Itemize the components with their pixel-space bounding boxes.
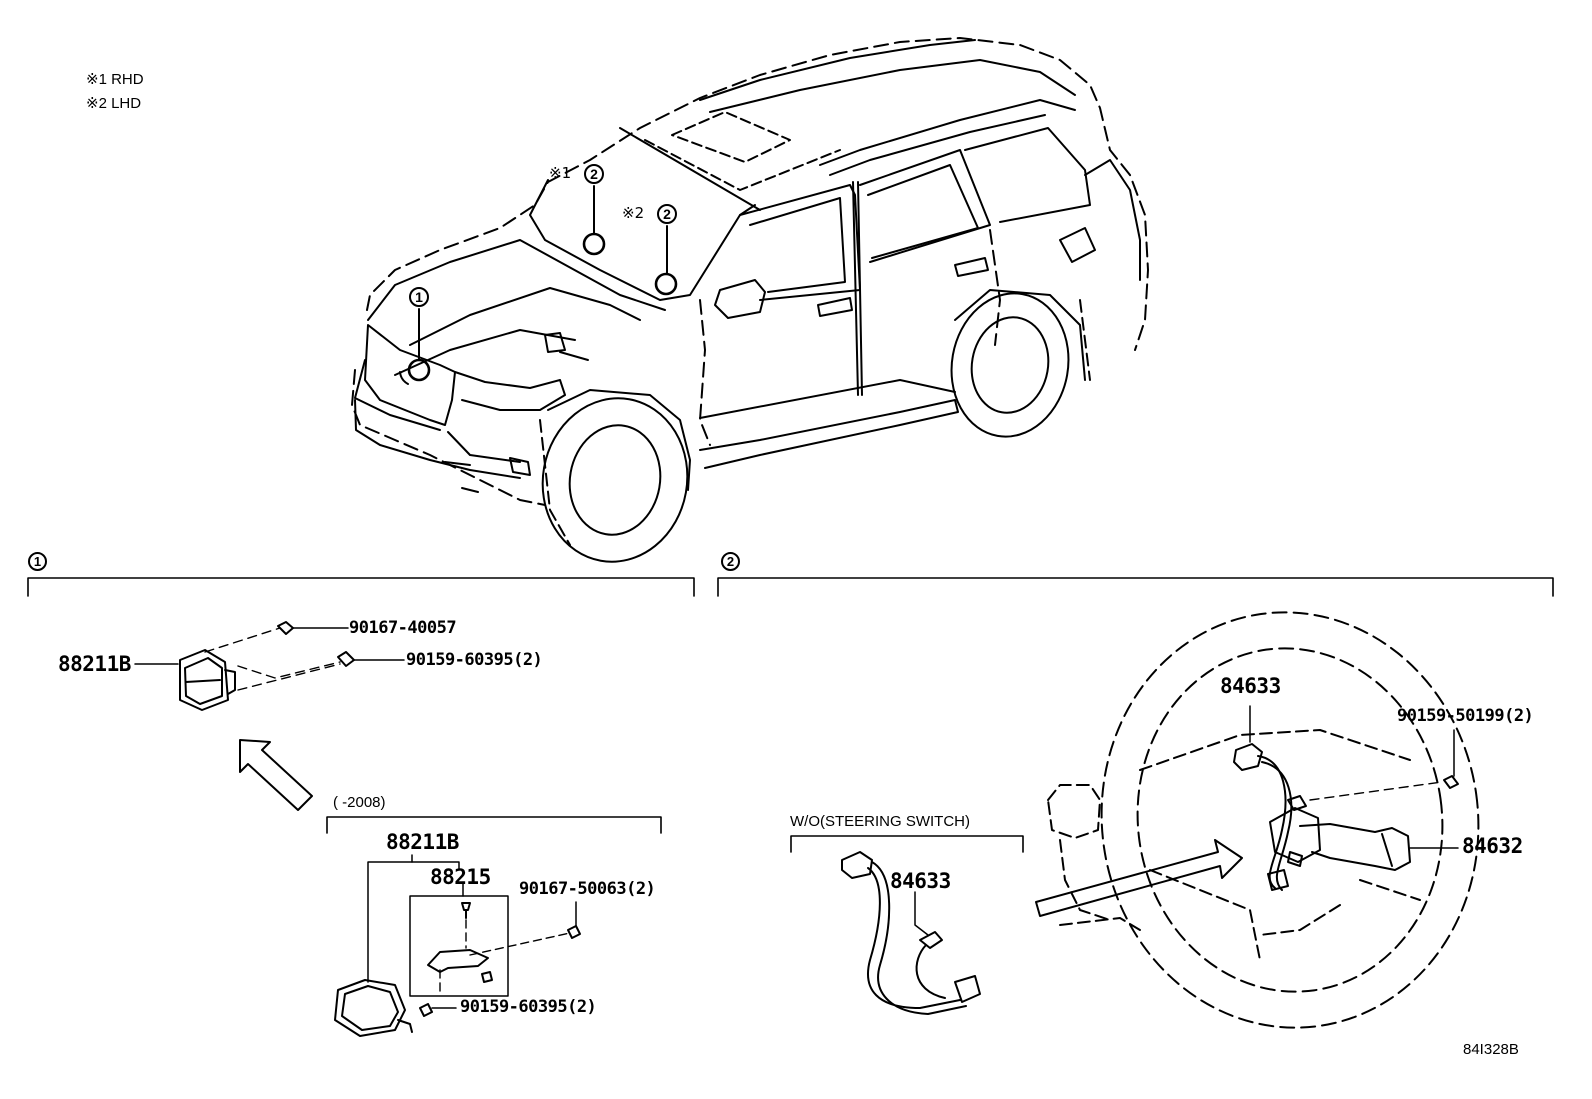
section-1-index: 1 (28, 552, 47, 571)
vehicle-callout-rhd-mark: ※1 (549, 164, 572, 182)
part-84633[interactable]: 84633 (1220, 674, 1281, 698)
part-90167-50063[interactable]: 90167-50063(2) (519, 879, 656, 899)
part-88215[interactable]: 88215 (430, 865, 491, 889)
wo-steering-switch-caption: W/O(STEERING SWITCH) (790, 813, 970, 830)
vehicle-callout-1[interactable]: 1 (409, 287, 429, 307)
part-90167-40057[interactable]: 90167-40057 (349, 618, 457, 638)
section-1-art (134, 621, 581, 1037)
part-88211B-old[interactable]: 88211B (386, 830, 459, 854)
section-2-index: 2 (721, 552, 740, 571)
part-84632[interactable]: 84632 (1462, 834, 1523, 858)
vehicle-illustration (351, 37, 1149, 563)
vehicle-callout-2-rhd[interactable]: 2 (584, 164, 604, 184)
diagram-code: 84I328B (1463, 1041, 1519, 1058)
subsection-date-caption: ( -2008) (333, 794, 386, 811)
note-rhd: ※1 RHD (86, 71, 144, 88)
vehicle-callout-2-lhd[interactable]: 2 (657, 204, 677, 224)
part-90159-50199[interactable]: 90159-50199(2) (1397, 706, 1534, 726)
part-90159-60395-a[interactable]: 90159-60395(2) (406, 650, 543, 670)
part-88211B[interactable]: 88211B (58, 652, 131, 676)
vehicle-callout-lhd-mark: ※2 (622, 204, 645, 222)
section-brackets (27, 577, 1554, 853)
part-84633-wo[interactable]: 84633 (890, 869, 951, 893)
section-2-art (841, 611, 1480, 1029)
part-90159-60395-b[interactable]: 90159-60395(2) (460, 997, 597, 1017)
note-lhd: ※2 LHD (86, 95, 142, 112)
